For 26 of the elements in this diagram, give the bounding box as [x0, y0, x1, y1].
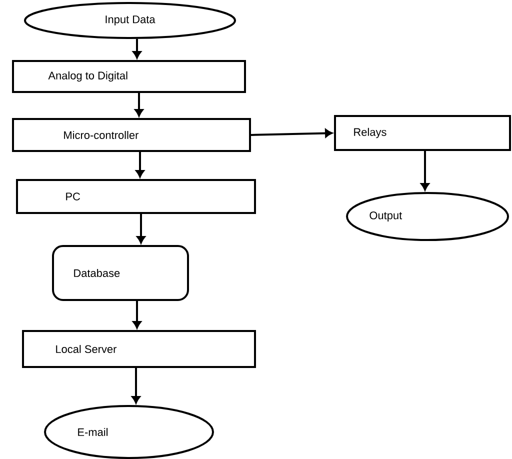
terminal-ellipse [24, 2, 236, 39]
node-label: Database [74, 268, 120, 278]
node-label: Local Server [56, 344, 117, 354]
process-box [12, 118, 251, 152]
arrow [134, 93, 144, 117]
arrow [132, 301, 142, 329]
arrow [420, 151, 430, 191]
arrow [132, 39, 142, 59]
node-label: Input Data [106, 16, 156, 26]
rounded-box [52, 245, 189, 301]
node-label: E-mail [78, 428, 108, 436]
node-label: Analog to Digital [48, 71, 128, 82]
terminal-ellipse [44, 405, 214, 459]
process-box [12, 60, 246, 93]
node-label: Output [370, 212, 402, 222]
node-label: Micro-controller [64, 130, 139, 140]
arrow [132, 368, 140, 404]
process-box [22, 330, 256, 368]
arrow [136, 152, 144, 178]
terminal-ellipse [346, 192, 509, 241]
process-box [334, 115, 511, 151]
process-box [16, 179, 256, 214]
arrow [250, 128, 333, 138]
node-label: PC [66, 192, 80, 200]
arrow [136, 214, 146, 244]
node-label: Relays [354, 128, 386, 138]
